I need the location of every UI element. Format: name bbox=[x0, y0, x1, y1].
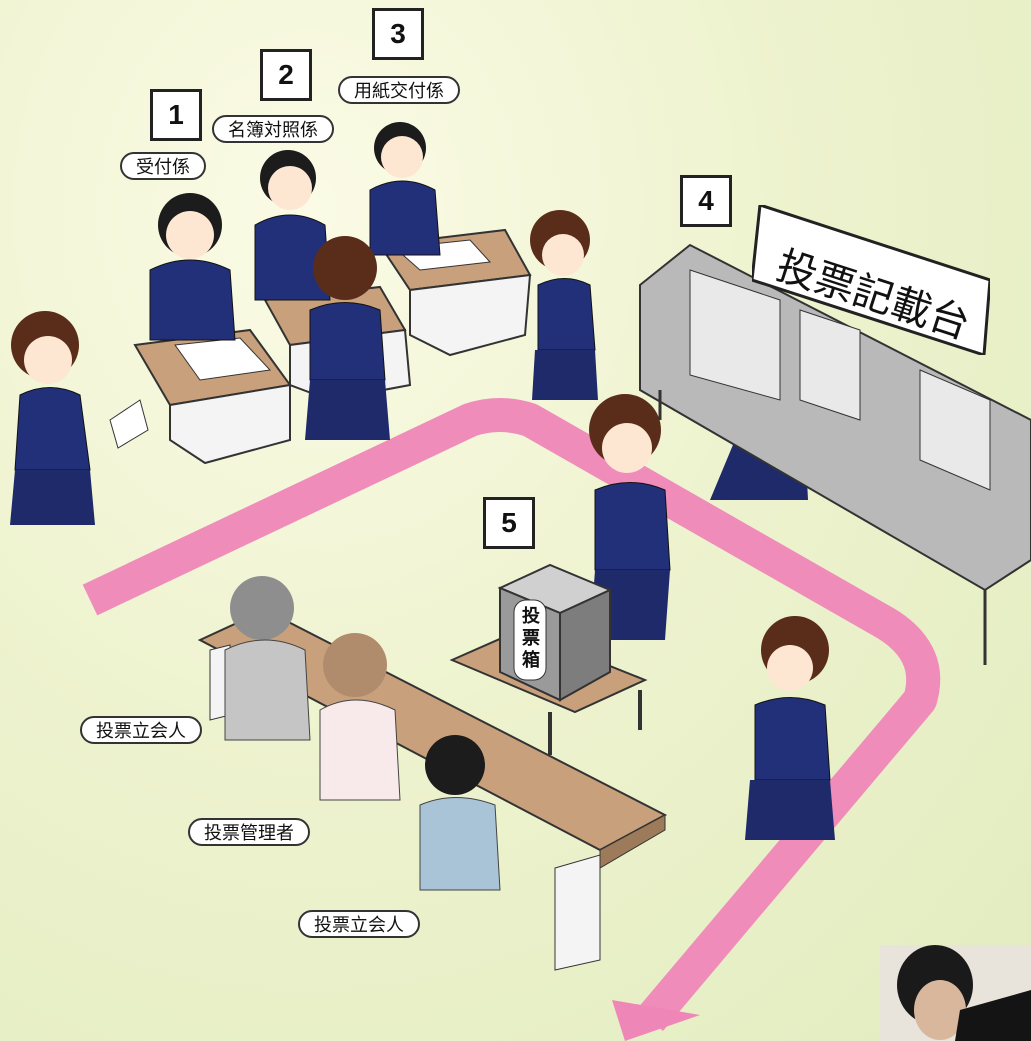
register-check-label: 名簿対照係 bbox=[212, 115, 334, 143]
voting-booths bbox=[639, 243, 1031, 665]
step-1-number: 1 bbox=[150, 89, 202, 141]
staff-ballot-issue bbox=[369, 122, 441, 256]
voter-arriving bbox=[10, 311, 149, 525]
voter-leaving bbox=[745, 616, 835, 840]
voter-flow-path bbox=[82, 398, 941, 1031]
desk-3 bbox=[378, 228, 532, 357]
official-manager bbox=[319, 633, 401, 801]
ballot-box bbox=[497, 563, 613, 702]
witness-label-bottom: 投票立会人 bbox=[298, 910, 420, 938]
voter-at-desk bbox=[305, 236, 390, 440]
manager-label: 投票管理者 bbox=[188, 818, 310, 846]
corner-photo bbox=[880, 945, 1031, 1041]
ballot-box-label: 投票箱 bbox=[522, 606, 540, 671]
official-witness-1 bbox=[224, 576, 311, 741]
ballot-issue-label: 用紙交付係 bbox=[338, 76, 460, 104]
booth-sign: 投票記載台 bbox=[752, 205, 990, 355]
staff-reception bbox=[149, 193, 236, 341]
voter-casting bbox=[589, 394, 671, 640]
step-5-number: 5 bbox=[483, 497, 535, 549]
officials-table bbox=[197, 608, 668, 971]
step-4-number: 4 bbox=[680, 175, 732, 227]
desk-1 bbox=[133, 328, 292, 465]
path-arrowhead bbox=[612, 1000, 700, 1041]
voter-walking bbox=[530, 210, 598, 400]
witness-label-top: 投票立会人 bbox=[80, 716, 202, 744]
step-3-number: 3 bbox=[372, 8, 424, 60]
official-witness-2 bbox=[419, 735, 501, 891]
reception-label: 受付係 bbox=[120, 152, 206, 180]
staff-register-check bbox=[254, 150, 331, 301]
step-2-number: 2 bbox=[260, 49, 312, 101]
